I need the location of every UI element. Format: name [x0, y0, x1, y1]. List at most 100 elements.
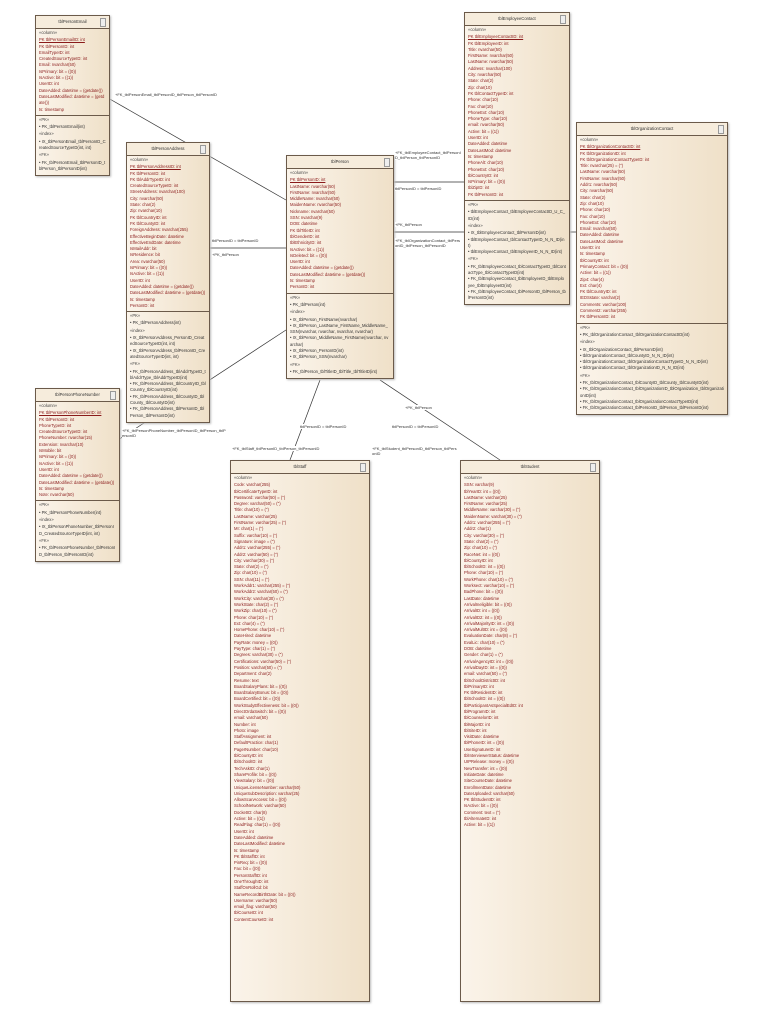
table-employee[interactable]: tblEmployeeContact«column»PK tblEmployee… [464, 12, 570, 306]
column-row: EnrollmentDate: datetime [464, 784, 512, 790]
column-row: Gender: char(1) = ('') [464, 652, 503, 658]
column-row: Zip: char(10) [468, 84, 492, 90]
collapse-icon[interactable] [200, 145, 206, 154]
key-row: • tblEmployeeContact_tblEmployeeID_N_N_I… [468, 249, 563, 255]
column-row: Title: nvarchar(25) = ('') [580, 163, 623, 169]
column-row: DateAdded: datetime = (getdate()) [290, 265, 354, 271]
column-row: FK tblCountryID: int [580, 289, 617, 295]
column-row: Worksect: varchar(10) = ('') [464, 583, 515, 589]
column-row: Title: nvarchar(50) [468, 46, 502, 52]
column-row: FK tblAddrTypeID: int [130, 176, 170, 182]
column-row: Comment2: varchar(255) [580, 308, 627, 314]
table-bottom-padding [36, 558, 119, 561]
table-title[interactable]: tblStaff [231, 461, 369, 474]
column-row: UseSignatureID: int [464, 746, 501, 752]
column-row: email_flag: varchar(50) [234, 904, 277, 910]
column-row: Fax: char(10) [580, 213, 605, 219]
key-row: • FK_tblPersonPhoneNumber_tblPersonID_tb… [39, 545, 116, 557]
table-phone[interactable]: tblPersonPhoneNumber«column»PK tblPerson… [35, 388, 120, 562]
table-name: tblEmployeeContact [498, 16, 536, 21]
column-row: FK tblOrganizationID: int [580, 150, 626, 156]
table-email[interactable]: tblPersonEmail«column»PK tblPersonEmailI… [35, 15, 110, 177]
column-row: City: varchar(30) = ('') [234, 557, 275, 563]
column-row: PhoneExt: char(10) [468, 166, 505, 172]
column-row: WorkPhone: char(10) = ('') [464, 576, 513, 582]
column-row: tblPhoneID: int = ((0)) [464, 740, 505, 746]
collapse-icon[interactable] [590, 463, 596, 472]
key-section-label: «index» [39, 517, 54, 523]
column-row: HomePhone: char(10) = ('') [234, 627, 285, 633]
column-row: EvalLic: char(10) = ('') [464, 639, 505, 645]
key-section-label: «PK» [39, 116, 50, 122]
collapse-icon[interactable] [360, 463, 366, 472]
divider [287, 292, 393, 294]
key-row: • tblEmployeeContact_tblContactTypeID_N_… [468, 236, 565, 248]
column-row: IsResidence: bit [130, 252, 160, 258]
key-row: • PK_tblPersonAddress(int) [130, 320, 181, 326]
divider [127, 311, 209, 313]
column-row: Fax: char(10) [468, 103, 493, 109]
collapse-icon[interactable] [384, 158, 390, 167]
column-row: Addr1: varchar(255) = ('') [464, 520, 511, 526]
column-row: NameRecordBirthDate: bit = ((0)) [234, 891, 296, 897]
table-title[interactable]: tblOrganizationContact [577, 123, 727, 136]
column-row: IsPrimary: bit = ((0)) [468, 179, 506, 185]
column-row: StaffOnRollGd: bit [234, 885, 268, 891]
column-row: DateLastModified: datetime [234, 841, 285, 847]
table-address[interactable]: tblPersonAddress«column»PK tblPersonAddr… [126, 142, 210, 423]
table-title[interactable]: tblPerson [287, 156, 393, 169]
table-name: tblOrganizationContact [630, 126, 674, 131]
table-title[interactable]: tblPersonEmail [36, 16, 109, 29]
collapse-icon[interactable] [110, 391, 116, 400]
table-student[interactable]: tblStudent«column»SSN: varchar(9)tblYear… [460, 460, 600, 1002]
column-row: tblSchoolID: int = ((0)) [464, 564, 505, 570]
column-row: LastName: varchar(25) [464, 494, 507, 500]
column-row: FirstName: varchar(25) = ('') [234, 520, 287, 526]
table-name: tblPersonPhoneNumber [55, 392, 100, 397]
column-row: Addr1: varchar(255) = ('') [234, 545, 281, 551]
column-row: Signature: image = ('') [234, 538, 275, 544]
rel-label-email: +FK_tblPersonEmail_tblPersonID_tblPerson… [115, 92, 217, 97]
column-row: NewTransfer: int = ((0)) [464, 765, 508, 771]
column-row: SSN: varchar(9) [464, 482, 495, 488]
column-row: PagerNumber: char(10) [234, 746, 278, 752]
column-row: UserID: int [468, 135, 488, 141]
column-row: ts: timestamp [290, 278, 315, 284]
rel-end-address: +PK_tblPerson [212, 252, 239, 257]
collapse-icon[interactable] [718, 125, 724, 134]
table-title[interactable]: tblStudent [461, 461, 599, 474]
key-row: • PK_tblPerson(int) [290, 301, 326, 307]
column-row: Code: varchar(255) [234, 482, 271, 488]
table-title[interactable]: tblPersonAddress [127, 143, 209, 156]
column-row: PayRate: money = ((0)) [234, 639, 278, 645]
column-row: tblCountyID: int [464, 557, 493, 563]
column-row: OneThroughID: int [234, 879, 269, 884]
column-row: PK tblPersonPhoneNumberID: int [39, 410, 102, 416]
table-staff[interactable]: tblStaff«column»Code: varchar(255)tblCer… [230, 460, 370, 1002]
collapse-icon[interactable] [100, 18, 106, 27]
column-row: UserID: int [39, 81, 59, 87]
column-row: PersonID: int [130, 302, 155, 308]
table-org[interactable]: tblOrganizationContact«column»PK tblOrga… [576, 122, 728, 416]
key-section-label: «FK» [39, 537, 50, 543]
table-title[interactable]: tblEmployeeContact [465, 13, 569, 26]
column-row: IsPrimary: bit = ((0)) [39, 454, 77, 460]
column-row: CreatedSourceTypeID: int [130, 183, 179, 189]
rel-mult-student: tblPersonID = tblPersonID [392, 424, 439, 429]
column-row: tblCountyID: int [580, 257, 609, 263]
column-row: BoardSalaryBonus: bit = ((0)) [234, 690, 289, 696]
column-row: Photo: image [234, 727, 259, 733]
column-row: FK tblPersonID: int [39, 416, 75, 422]
column-row: RaceNet: int = ((0)) [464, 551, 500, 557]
column-row: DateLastMod: datetime [468, 147, 512, 153]
column-section-label: «column» [39, 30, 58, 35]
collapse-icon[interactable] [560, 15, 566, 24]
column-row: DateLastModified: datetime = (getdate()) [39, 93, 105, 106]
column-row: tblParticipantAsSpecialEdID: int [464, 702, 523, 708]
key-section-label: «index» [580, 339, 595, 345]
column-row: PK tblOrganizationContactID: int [580, 144, 641, 150]
column-row: DateUploaded: varchar(50) [464, 790, 515, 796]
table-title[interactable]: tblPersonPhoneNumber [36, 389, 119, 402]
column-row: tblCourseID: int [234, 910, 263, 916]
